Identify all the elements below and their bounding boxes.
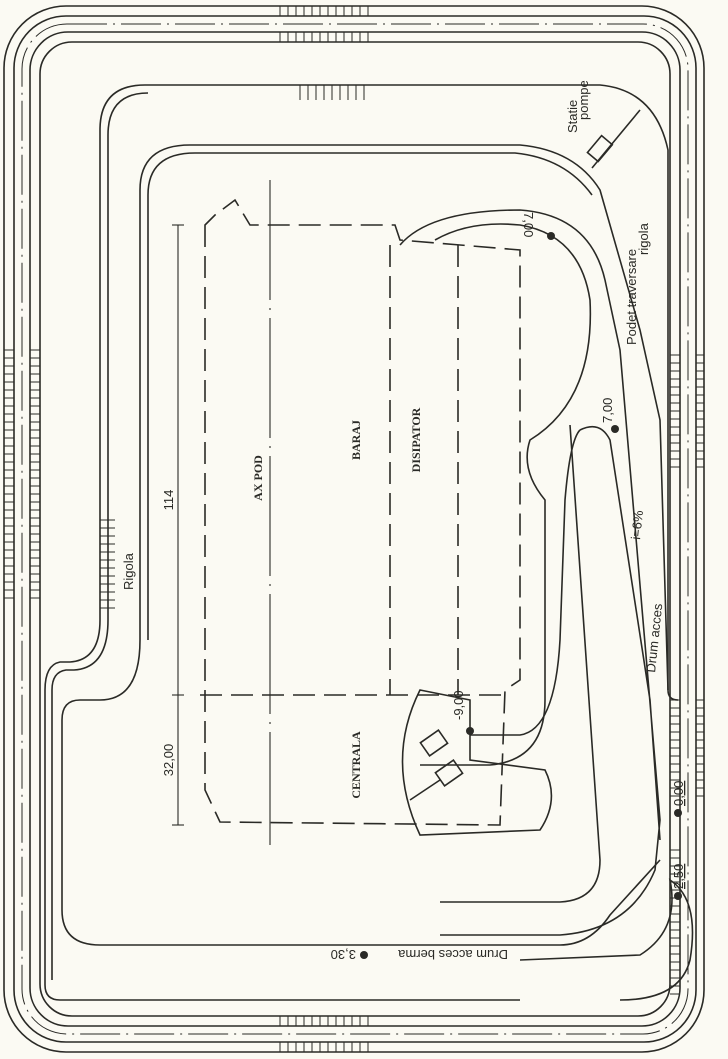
elevation-marker-icon — [466, 727, 474, 735]
dimension-lines — [172, 224, 184, 826]
structure-outlines — [200, 180, 521, 845]
elevation-3-30: 3,30 — [331, 947, 356, 962]
berm-contour — [44, 84, 679, 1001]
label-rigola: Rigola — [121, 552, 136, 590]
label-rigola-podet: rigola — [636, 222, 651, 255]
elevation-7-00-mid: 7,00 — [600, 398, 615, 423]
label-centrala: CENTRALA — [349, 731, 363, 799]
rigola-line — [51, 92, 149, 980]
elevation-0: 0,00 — [671, 781, 686, 806]
pump-station-icon — [586, 109, 641, 169]
label-ax-pod: AX POD — [251, 455, 265, 501]
elevation-marker-icon — [674, 809, 682, 817]
elevation-marker-icon — [547, 232, 555, 240]
label-drum-acces-berma: Drum acces berma — [397, 947, 508, 962]
ramp-inner-edge — [470, 429, 581, 736]
dimension-32: 32,00 — [161, 744, 176, 777]
elevation-markers — [360, 232, 682, 959]
label-podet: Podet traversare — [624, 249, 639, 345]
label-disipator: DISIPATOR — [409, 407, 423, 472]
label-drum-acces: Drum acces — [643, 602, 665, 673]
elevation-marker-icon — [360, 951, 368, 959]
ramp-loop — [420, 223, 592, 766]
access-ramp — [399, 209, 661, 936]
elevation-2-50: 2,50 — [671, 864, 686, 889]
label-pompe: pompe — [576, 80, 591, 120]
label-statie: Statie — [565, 100, 580, 133]
pit-wall-inner — [147, 152, 593, 640]
turbine-icons — [409, 729, 464, 801]
embankment-hatching — [4, 6, 704, 1052]
elevation-marker-icon — [611, 425, 619, 433]
dimension-114: 114 — [161, 490, 176, 511]
elevation-marker-icon — [674, 892, 682, 900]
centrala-pit — [401, 689, 553, 836]
berm-access-road — [519, 878, 694, 1001]
ramp-outer-edge — [440, 424, 601, 903]
elevation-minus-9: -9,00 — [451, 690, 466, 720]
pit-wall — [61, 144, 669, 946]
perimeter-road — [3, 5, 705, 1053]
label-slope: i=6% — [628, 509, 646, 540]
elevation-7-00-top: 7,00 — [521, 212, 536, 237]
label-baraj: BARAJ — [349, 420, 363, 460]
